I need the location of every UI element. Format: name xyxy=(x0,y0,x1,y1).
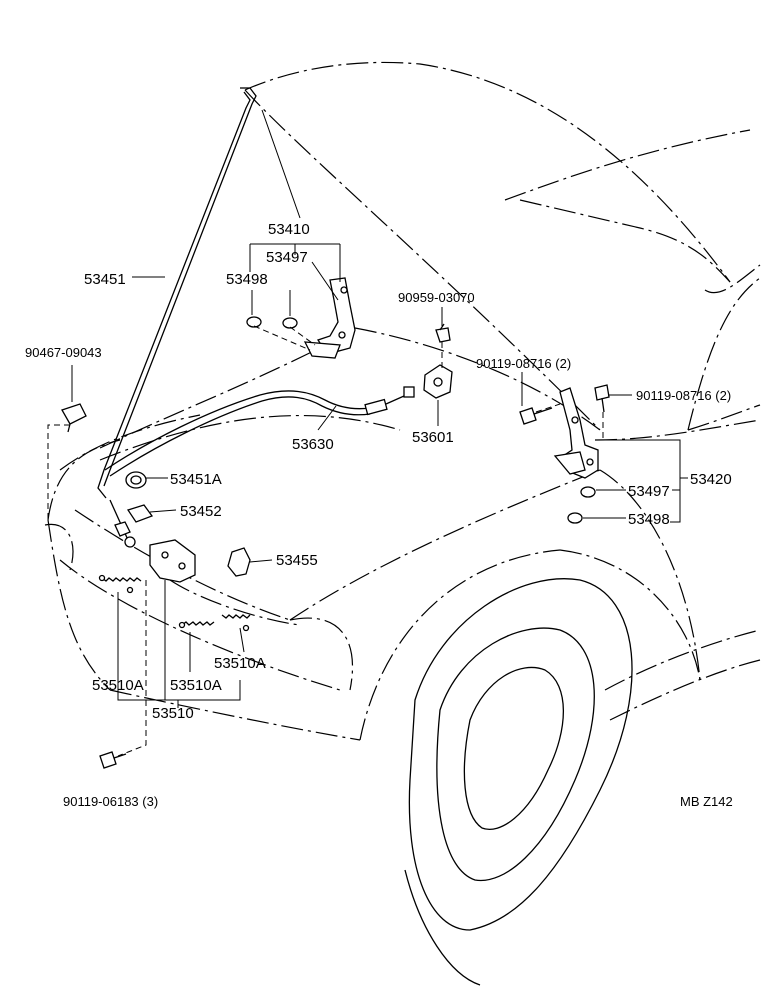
label-53510A-middle: 53510A xyxy=(170,677,222,694)
label-53510A-left: 53510A xyxy=(92,677,144,694)
diagram-reference-code: MB Z142 xyxy=(680,794,733,809)
label-90119-08716-b: 90119-08716 (2) xyxy=(636,388,731,403)
label-90467-09043: 90467-09043 xyxy=(25,345,102,360)
hood-hinge-right xyxy=(553,387,599,524)
label-53420: 53420 xyxy=(690,471,732,488)
hinge-bolt-a xyxy=(519,407,553,425)
label-53451: 53451 xyxy=(84,271,126,288)
label-53630: 53630 xyxy=(292,436,334,453)
label-53455: 53455 xyxy=(276,552,318,569)
part-labels: 53410 53497 53498 53451 90467-09043 9095… xyxy=(25,221,733,809)
hood-seal xyxy=(126,504,154,523)
hood-support-rod xyxy=(97,87,257,499)
label-53497-right: 53497 xyxy=(628,483,670,500)
lock-cover xyxy=(227,547,251,577)
hood-lock xyxy=(114,521,196,583)
label-53498-right: 53498 xyxy=(628,511,670,528)
label-53451A: 53451A xyxy=(170,471,222,488)
lock-spring-middle xyxy=(178,621,215,629)
release-cable xyxy=(104,386,415,548)
label-90119-06183: 90119-06183 (3) xyxy=(63,794,158,809)
hinge-bolt-b xyxy=(594,384,610,413)
label-90119-08716-a: 90119-08716 (2) xyxy=(476,356,571,371)
label-53510A-right: 53510A xyxy=(214,655,266,672)
cable-clip xyxy=(435,323,451,343)
label-53497-left: 53497 xyxy=(266,249,308,266)
lock-spring-right xyxy=(221,614,251,632)
label-53452: 53452 xyxy=(180,503,222,520)
release-lever xyxy=(423,364,453,399)
hood-hinge-left xyxy=(246,277,356,359)
leader-lines xyxy=(47,109,688,757)
rod-holder-clip xyxy=(61,403,87,433)
label-53510: 53510 xyxy=(152,705,194,722)
front-wheel xyxy=(404,578,633,986)
lock-spring-left xyxy=(98,574,142,594)
label-53601: 53601 xyxy=(412,429,454,446)
label-90959-03070: 90959-03070 xyxy=(398,290,475,305)
lock-bolt xyxy=(99,751,127,769)
label-53410: 53410 xyxy=(268,221,310,238)
hood-cushion xyxy=(125,471,147,489)
vehicle-outline xyxy=(44,61,761,741)
label-53498-left: 53498 xyxy=(226,271,268,288)
